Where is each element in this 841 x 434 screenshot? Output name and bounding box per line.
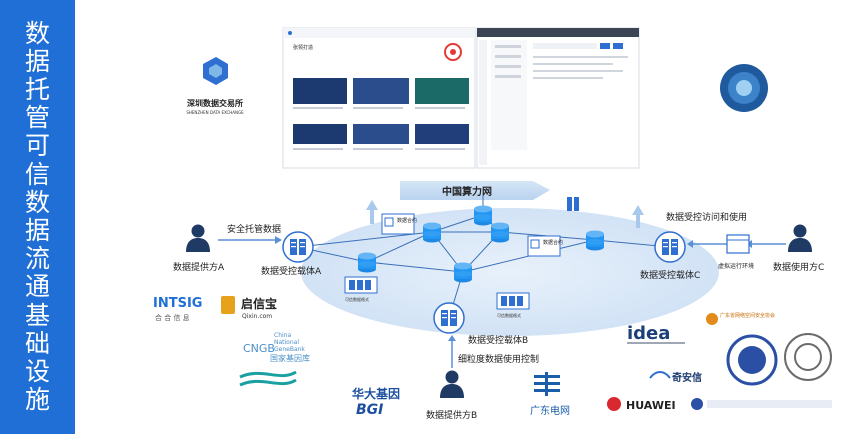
network-title: 中国算力网	[442, 185, 492, 198]
szdex-en: SHENZHEN DATA EXCHANGE	[186, 110, 244, 115]
platform-screenshot-right	[476, 27, 640, 169]
db-node	[586, 230, 604, 251]
title-char: 流	[24, 244, 50, 274]
provider-a-label: 数据提供方A	[173, 261, 225, 273]
vertical-title-bar: 数 据 托 管 可 信 数 据 流 通 基 础 设 施	[0, 0, 75, 434]
trusted-format-label-2: 可信数据格式	[497, 312, 521, 318]
cngb-line2: National	[274, 339, 299, 346]
carrier-a-server	[282, 231, 314, 263]
title-char: 数	[24, 187, 50, 217]
flow-arrows	[218, 236, 786, 368]
fine-grained-label: 细粒度数据使用控制	[458, 353, 539, 365]
provider-b-label: 数据提供方B	[426, 409, 477, 421]
carrier-c-label: 数据受控载体C	[640, 269, 700, 281]
contract-label-1: 数据合约	[397, 217, 417, 224]
huawei-logo: HUAWEI	[607, 397, 676, 412]
db-node	[423, 222, 441, 243]
safe-hosting-label: 安全托管数据	[227, 223, 281, 235]
huawei-text: HUAWEI	[626, 399, 676, 412]
carrier-a-label: 数据受控载体A	[261, 265, 322, 277]
circular-logo	[720, 64, 768, 112]
carrier-b-server	[433, 302, 465, 334]
title-char: 础	[24, 328, 50, 358]
screenshot-title: 张领打造	[293, 44, 313, 51]
db-node	[491, 222, 509, 243]
contract-label-2: 数据合约	[543, 239, 563, 246]
szdex-logo: 深圳数据交易所 SHENZHEN DATA EXCHANGE	[186, 57, 244, 115]
db-node	[454, 262, 472, 283]
provider-b-person	[440, 370, 464, 398]
intsig-cn: 合 合 信 息	[155, 313, 190, 322]
db-node	[474, 205, 492, 226]
provider-a-person	[186, 224, 210, 252]
szdex-name: 深圳数据交易所	[187, 98, 243, 108]
title-char: 托	[24, 74, 50, 104]
title-char: 信	[24, 159, 50, 189]
cngb-cn: 国家基因库	[270, 353, 310, 363]
vm-env-box	[726, 234, 750, 254]
qianxin-text: 奇安信	[672, 371, 702, 384]
intsig-text: INTSIG	[153, 296, 202, 311]
controlled-access-label: 数据受控访问和使用	[666, 211, 747, 223]
cngb-logo: CNGB China National GeneBank 国家基因库	[239, 332, 310, 387]
qixin-logo: 启信宝 Qixin.com	[221, 296, 277, 320]
title-char: 数	[24, 18, 50, 48]
trusted-domain-ellipse	[299, 206, 721, 338]
qianxin-logo: 奇安信	[649, 371, 702, 384]
title-char: 设	[24, 357, 50, 387]
network-label: 中国算力网	[400, 181, 550, 200]
carrier-c-server	[654, 231, 686, 263]
user-c-label: 数据使用方C	[773, 261, 824, 273]
platform-screenshot-left: 张领打造	[282, 27, 476, 169]
gd-power-grid-logo: 广东电网	[530, 372, 570, 417]
title-char: 施	[24, 385, 50, 415]
bgi-cn: 华大基因	[352, 386, 400, 401]
cngb-abbr: CNGB	[243, 342, 275, 355]
idea-text: idea	[627, 323, 670, 344]
vm-env-label: 虚拟运行环境	[718, 262, 754, 270]
bgi-en: BGI	[356, 402, 383, 418]
institute-calligraphy-logo	[691, 398, 832, 410]
standby-server-small	[567, 197, 579, 211]
bgi-logo: 华大基因 BGI	[352, 386, 400, 418]
cngb-line1: China	[274, 332, 291, 339]
gd-power-grid-text: 广东电网	[530, 404, 570, 417]
user-c-person	[788, 224, 812, 252]
qixin-cn: 启信宝	[241, 296, 277, 311]
contract-doc: 数据合约	[527, 235, 563, 257]
contract-doc: 数据合约	[381, 213, 417, 235]
title-char: 可	[24, 131, 50, 161]
university-seal-2	[784, 333, 832, 381]
cngb-line3: GeneBank	[274, 346, 305, 353]
qixin-en: Qixin.com	[242, 313, 272, 320]
title-char: 通	[24, 272, 50, 302]
title-char: 据	[24, 46, 50, 76]
trusted-format-box: 可信数据格式	[496, 292, 530, 318]
gd-assoc-logo: 广东省网络空间安全协会	[706, 312, 775, 325]
upload-arrows	[366, 200, 644, 228]
title-char: 管	[24, 103, 50, 133]
idea-logo: idea	[627, 323, 685, 344]
title-char: 基	[24, 300, 50, 330]
title-char: 据	[24, 216, 50, 245]
intsig-logo: INTSIG 合 合 信 息	[153, 296, 202, 322]
university-seal-1	[726, 334, 778, 386]
trusted-format-label-1: 可信数据格式	[345, 296, 369, 302]
trusted-format-box: 可信数据格式	[344, 276, 378, 302]
db-node	[358, 252, 376, 273]
carrier-b-label: 数据受控载体B	[468, 334, 528, 346]
gd-assoc-text: 广东省网络空间安全协会	[720, 312, 775, 319]
